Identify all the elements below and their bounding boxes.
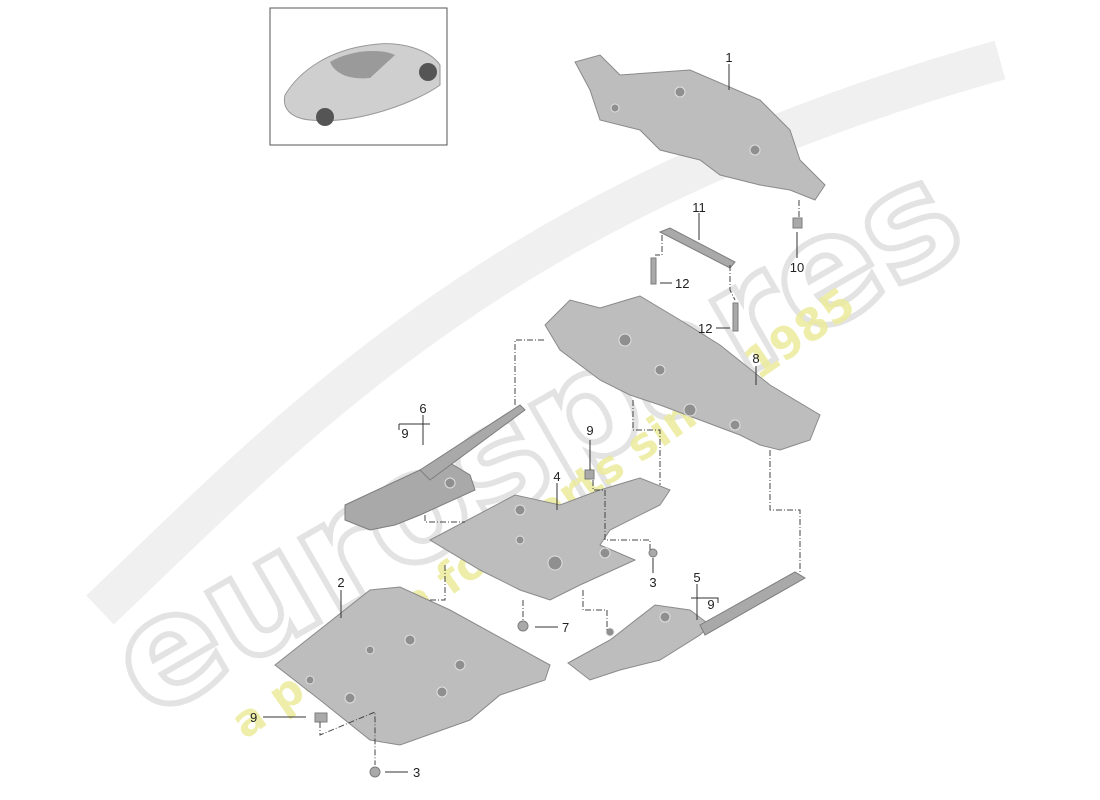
callout-2[interactable]: 2: [337, 575, 344, 590]
part-5-rear-panel[interactable]: [567, 571, 806, 681]
part-6-side-panel[interactable]: [344, 404, 526, 531]
callout-3[interactable]: 3: [413, 765, 420, 780]
part-11-bracket[interactable]: [658, 227, 736, 269]
part-12-bolt[interactable]: [650, 257, 657, 285]
part-2-front-panel[interactable]: [274, 586, 551, 778]
callout-10[interactable]: 10: [790, 260, 804, 275]
callout-8[interactable]: 8: [752, 351, 759, 366]
callout-9[interactable]: 9: [586, 423, 593, 438]
part-8-underbody-panel[interactable]: [544, 295, 821, 451]
callout-5[interactable]: 5: [693, 570, 700, 585]
callout-12[interactable]: 12: [698, 321, 712, 336]
vehicle-thumbnail[interactable]: [269, 7, 448, 146]
watermark-swoosh: [86, 40, 1006, 625]
callout-9[interactable]: 9: [250, 710, 257, 725]
part-4-center-panel[interactable]: [428, 469, 671, 632]
part-1-heat-shield[interactable]: [574, 54, 826, 229]
assembly-lines: [319, 200, 801, 765]
callouts: 1 11 12 12 10 8 6 9 9 4 3 2 7 5 9 9 3: [250, 50, 804, 780]
callout-1[interactable]: 1: [725, 50, 732, 65]
callout-6[interactable]: 6: [419, 401, 426, 416]
part-12-bolt[interactable]: [732, 302, 739, 332]
callout-7[interactable]: 7: [562, 620, 569, 635]
callout-3[interactable]: 3: [649, 575, 656, 590]
callout-6-sub-9[interactable]: 9: [401, 426, 408, 441]
callout-4[interactable]: 4: [553, 469, 560, 484]
callout-12[interactable]: 12: [675, 276, 689, 291]
watermark: eurospares a passion for parts since 198…: [78, 40, 1006, 754]
callout-5-sub-9[interactable]: 9: [707, 597, 714, 612]
callout-11[interactable]: 11: [692, 200, 706, 215]
